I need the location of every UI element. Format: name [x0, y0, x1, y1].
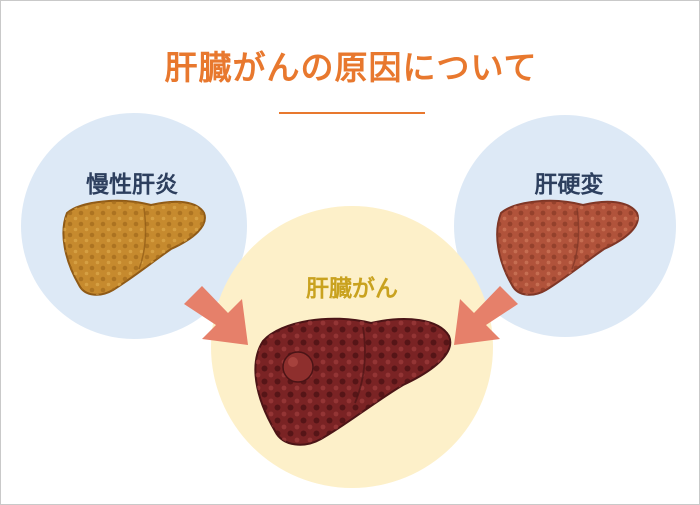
tumor-icon: [282, 351, 314, 383]
cancer-label: 肝臓がん: [306, 275, 398, 302]
cirrhosis-label: 肝硬変: [535, 171, 604, 198]
hepatitis-label: 慢性肝炎: [86, 171, 178, 198]
cirrhosis-liver-icon: [496, 199, 639, 296]
title-underline: [279, 112, 425, 114]
arrow-cirrhosis-to-cancer: [454, 286, 518, 345]
arrow-hepatitis-to-cancer: [184, 286, 248, 345]
hepatitis-liver-icon: [62, 199, 206, 296]
cancer-liver-icon: [254, 317, 452, 446]
page-title: 肝臓がんの原因について: [164, 48, 538, 87]
